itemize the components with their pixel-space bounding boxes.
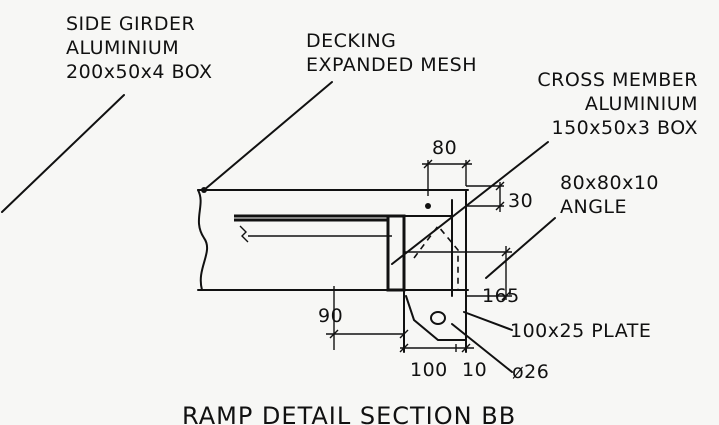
dim80-tick-right (461, 159, 471, 169)
cross-member-line-3: 150x50x3 BOX (551, 117, 698, 139)
angle-line-2: ANGLE (560, 196, 627, 218)
girder-break-line (197, 189, 209, 291)
angle-label: 80x80x10 ANGLE (560, 172, 659, 218)
dimension-165: 165 (404, 246, 520, 307)
hole-diameter-label: ø26 (512, 361, 549, 383)
dim30-tick-top (495, 181, 505, 191)
dim-10-text: 10 (462, 359, 487, 381)
dim100-tick-right (461, 343, 471, 353)
dim30-tick-bottom (495, 201, 505, 211)
angle-section (403, 189, 467, 297)
decking-line-1: DECKING (306, 30, 396, 52)
cross-member-section (234, 214, 406, 292)
dimension-90: 90 (318, 286, 409, 350)
dim-165-text: 165 (482, 285, 520, 307)
plate-outline (405, 295, 467, 341)
dim-30-text: 30 (508, 190, 533, 212)
side-girder-line-3: 200x50x4 BOX (66, 61, 213, 83)
cross-member-leader (391, 141, 549, 265)
side-girder-line-1: SIDE GIRDER (66, 13, 195, 35)
angle-leader (485, 217, 556, 279)
dim-80-text: 80 (432, 137, 457, 159)
dim90-tick-left (329, 329, 339, 339)
dimension-100-10: 100 10 (399, 343, 487, 381)
leader-lines (1, 81, 556, 373)
drawing-title: RAMP DETAIL SECTION BB (182, 402, 516, 425)
plate-label: 100x25 PLATE (510, 320, 651, 342)
side-girder-leader (1, 94, 125, 213)
cross-member-label: CROSS MEMBER ALUMINIUM 150x50x3 BOX (537, 69, 698, 139)
side-girder-section (197, 189, 469, 291)
dimension-80: 80 (422, 137, 472, 196)
cross-member-line-1: CROSS MEMBER (537, 69, 698, 91)
angle-hidden-lines (413, 224, 459, 290)
plate-leader (463, 311, 513, 331)
decking-line-2: EXPANDED MESH (306, 54, 477, 76)
side-girder-line-2: ALUMINIUM (66, 37, 179, 59)
dim165-tick-top (501, 247, 511, 257)
bolt-dot (425, 203, 431, 209)
dim100-tick-left (399, 343, 409, 353)
dim165-tick-bottom (501, 291, 511, 301)
angle-line-1: 80x80x10 (560, 172, 659, 194)
dim90-tick-right (399, 329, 409, 339)
dim-100-text: 100 (410, 359, 448, 381)
plate-section (403, 289, 467, 353)
hole-leader (451, 323, 513, 373)
decking-leader (203, 81, 333, 191)
decking-label: DECKING EXPANDED MESH (306, 30, 477, 76)
dim80-tick-left (423, 159, 433, 169)
side-girder-label: SIDE GIRDER ALUMINIUM 200x50x4 BOX (66, 13, 213, 83)
plate-hole (430, 311, 446, 325)
cross-member-end (386, 214, 406, 292)
dim-90-text: 90 (318, 305, 343, 327)
dimension-30: 30 (466, 181, 533, 212)
cross-member-break (239, 225, 249, 243)
cross-member-line-2: ALUMINIUM (585, 93, 698, 115)
